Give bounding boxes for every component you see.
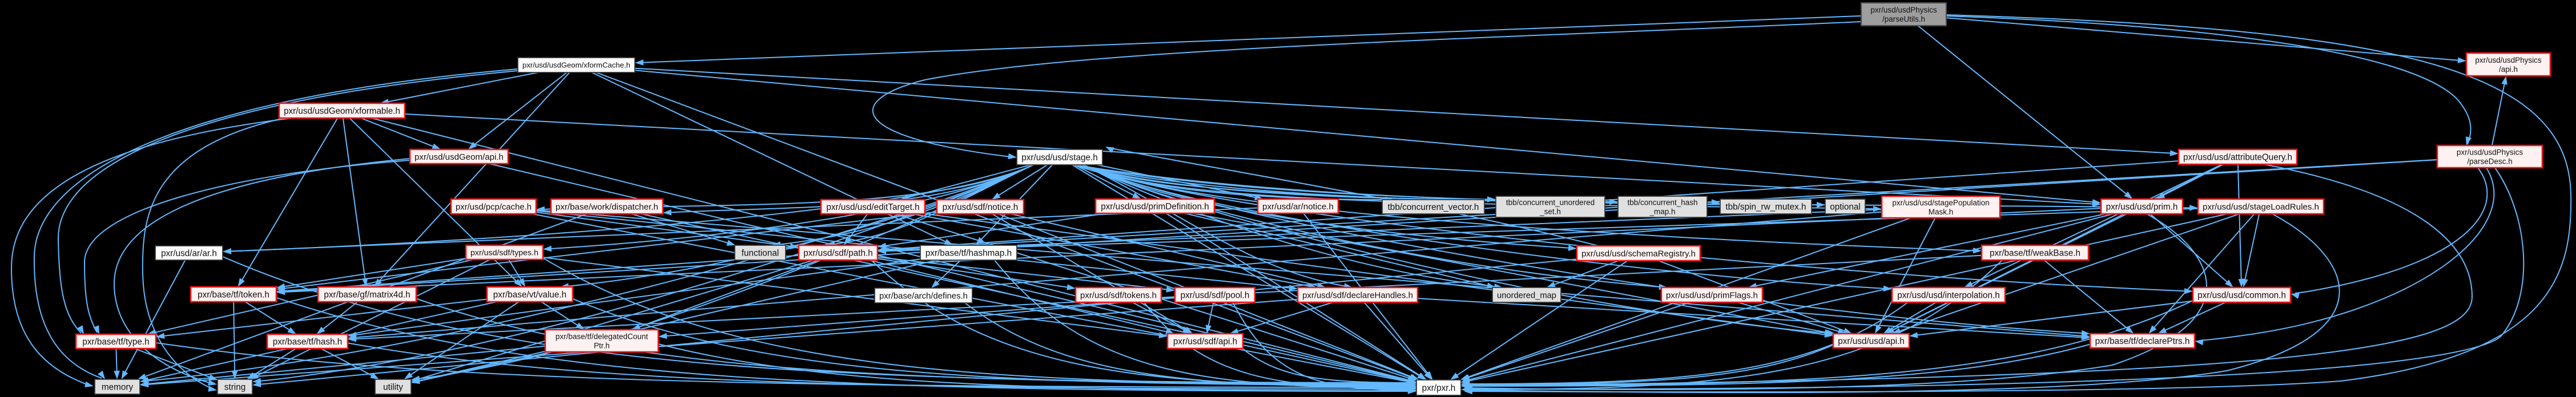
- svg-text:pxr/usd/sdf/types.h: pxr/usd/sdf/types.h: [470, 249, 538, 258]
- svg-text:pxr/usd/sdf/pool.h: pxr/usd/sdf/pool.h: [1181, 291, 1250, 301]
- svg-text:tbb/concurrent_vector.h: tbb/concurrent_vector.h: [1388, 202, 1479, 212]
- svg-text:pxr/base/tf/hashmap.h: pxr/base/tf/hashmap.h: [925, 249, 1012, 258]
- svg-text:pxr/usd/sdf/api.h: pxr/usd/sdf/api.h: [1173, 337, 1237, 347]
- svg-text:optional: optional: [1830, 202, 1861, 212]
- svg-text:pxr/usd/usd/stage.h: pxr/usd/usd/stage.h: [1021, 153, 1098, 163]
- svg-text:pxr/usd/usdPhysics: pxr/usd/usdPhysics: [1870, 6, 1937, 14]
- svg-text:/api.h: /api.h: [2499, 65, 2518, 74]
- svg-text:pxr/usd/usd/stageLoadRules.h: pxr/usd/usd/stageLoadRules.h: [2203, 202, 2319, 212]
- svg-text:pxr/usd/usd/schemaRegistry.h: pxr/usd/usd/schemaRegistry.h: [1581, 249, 1696, 258]
- svg-text:utility: utility: [383, 383, 403, 392]
- svg-text:pxr/usd/usd/interpolation.h: pxr/usd/usd/interpolation.h: [1897, 291, 1999, 301]
- svg-text:pxr/base/tf/weakBase.h: pxr/base/tf/weakBase.h: [1990, 249, 2080, 258]
- svg-text:string: string: [224, 383, 245, 392]
- svg-text:unordered_map: unordered_map: [1497, 291, 1556, 300]
- svg-text:pxr/base/tf/type.h: pxr/base/tf/type.h: [82, 337, 149, 347]
- svg-text:pxr/usd/usdGeom/api.h: pxr/usd/usdGeom/api.h: [414, 152, 504, 162]
- svg-text:pxr/base/arch/defines.h: pxr/base/arch/defines.h: [879, 291, 968, 301]
- svg-text:tbb/concurrent_unordered: tbb/concurrent_unordered: [1506, 198, 1595, 206]
- svg-text:pxr/usd/pcp/cache.h: pxr/usd/pcp/cache.h: [456, 202, 532, 212]
- svg-text:_set.h: _set.h: [1539, 207, 1561, 216]
- svg-text:pxr/usd/sdf/path.h: pxr/usd/sdf/path.h: [803, 249, 873, 258]
- svg-text:pxr/usd/usdGeom/xformable.h: pxr/usd/usdGeom/xformable.h: [284, 107, 400, 116]
- svg-text:pxr/base/gf/matrix4d.h: pxr/base/gf/matrix4d.h: [324, 290, 410, 300]
- svg-text:pxr/usd/usd/api.h: pxr/usd/usd/api.h: [1838, 337, 1905, 346]
- svg-text:pxr/base/vt/value.h: pxr/base/vt/value.h: [493, 290, 566, 300]
- svg-text:pxr/usd/sdf/notice.h: pxr/usd/sdf/notice.h: [943, 202, 1019, 212]
- svg-text:pxr/usd/usdPhysics: pxr/usd/usdPhysics: [2475, 56, 2542, 64]
- svg-text:pxr/usd/ar/ar.h: pxr/usd/ar/ar.h: [161, 249, 217, 258]
- svg-text:pxr/usd/usd/common.h: pxr/usd/usd/common.h: [2197, 291, 2286, 301]
- svg-text:pxr/base/tf/declarePtrs.h: pxr/base/tf/declarePtrs.h: [2095, 337, 2190, 346]
- svg-text:pxr/usd/sdf/tokens.h: pxr/usd/sdf/tokens.h: [1080, 290, 1157, 300]
- svg-text:pxr/base/work/dispatcher.h: pxr/base/work/dispatcher.h: [556, 202, 658, 212]
- svg-text:pxr/base/tf/hash.h: pxr/base/tf/hash.h: [273, 337, 343, 347]
- svg-text:pxr/base/tf/token.h: pxr/base/tf/token.h: [198, 290, 269, 300]
- svg-text:pxr/usd/sdf/declareHandles.h: pxr/usd/sdf/declareHandles.h: [1302, 290, 1413, 300]
- svg-text:pxr/usd/usd/attributeQuery.h: pxr/usd/usd/attributeQuery.h: [2183, 153, 2292, 163]
- svg-text:pxr/usd/usd/editTarget.h: pxr/usd/usd/editTarget.h: [826, 202, 919, 212]
- svg-text:pxr/usd/usd/prim.h: pxr/usd/usd/prim.h: [2106, 202, 2178, 212]
- svg-text:pxr/pxr.h: pxr/pxr.h: [1422, 383, 1456, 393]
- svg-text:pxr/usd/usd/primFlags.h: pxr/usd/usd/primFlags.h: [1666, 290, 1758, 300]
- svg-text:memory: memory: [102, 383, 134, 392]
- svg-text:functional: functional: [742, 249, 779, 258]
- svg-text:tbb/spin_rw_mutex.h: tbb/spin_rw_mutex.h: [1725, 202, 1806, 212]
- svg-text:pxr/usd/usdGeom/xformCache.h: pxr/usd/usdGeom/xformCache.h: [522, 61, 630, 70]
- svg-text:Ptr.h: Ptr.h: [594, 341, 610, 350]
- svg-text:/parseUtils.h: /parseUtils.h: [1882, 15, 1925, 23]
- svg-text:pxr/usd/usdPhysics: pxr/usd/usdPhysics: [2457, 148, 2523, 156]
- svg-text:pxr/base/tf/delegatedCount: pxr/base/tf/delegatedCount: [556, 332, 648, 341]
- svg-text:Mask.h: Mask.h: [1929, 208, 1954, 216]
- svg-text:_map.h: _map.h: [1649, 207, 1675, 216]
- svg-text:pxr/usd/ar/notice.h: pxr/usd/ar/notice.h: [1262, 202, 1334, 212]
- svg-text:/parseDesc.h: /parseDesc.h: [2467, 157, 2513, 165]
- svg-text:pxr/usd/usd/primDefinition.h: pxr/usd/usd/primDefinition.h: [1101, 202, 1209, 212]
- svg-text:pxr/usd/usd/stagePopulation: pxr/usd/usd/stagePopulation: [1892, 198, 1989, 207]
- svg-text:tbb/concurrent_hash: tbb/concurrent_hash: [1627, 198, 1697, 206]
